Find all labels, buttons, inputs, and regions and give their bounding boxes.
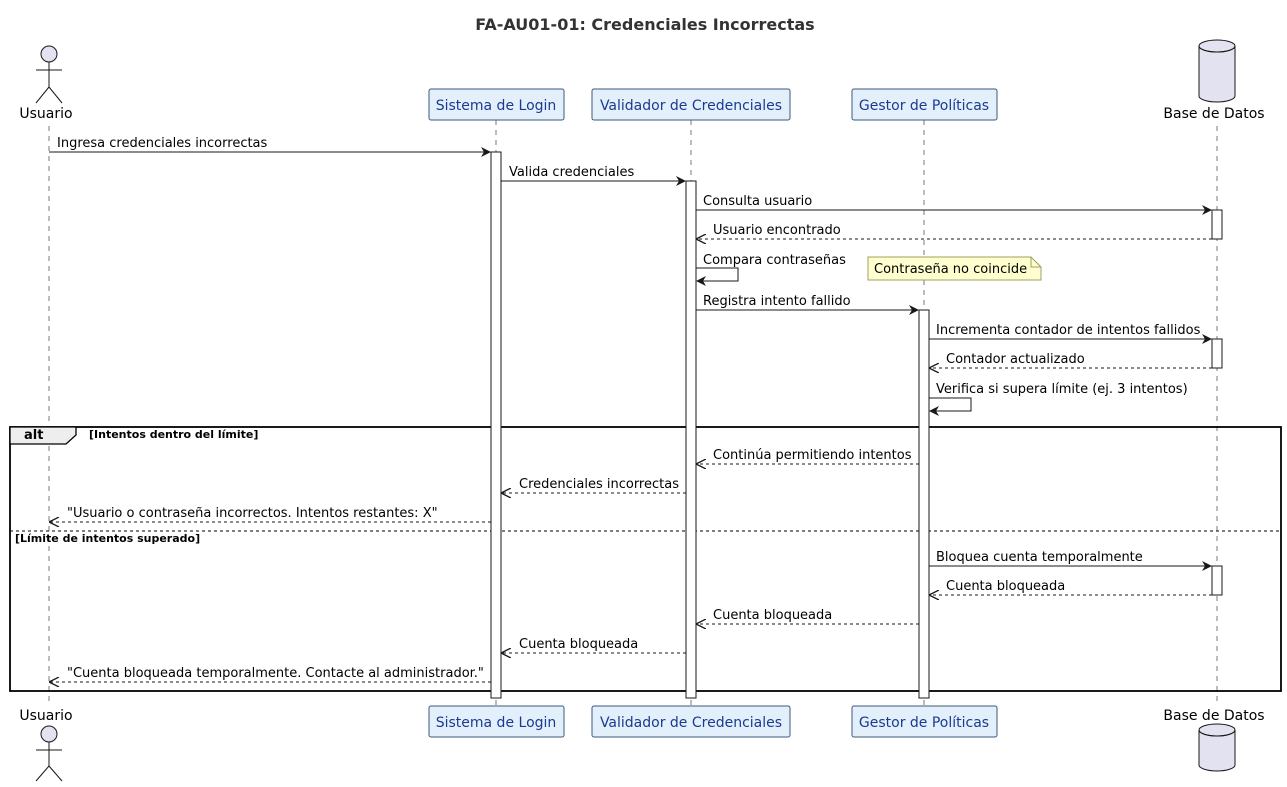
database-label: Base de Datos [1163, 708, 1264, 724]
actor-icon [35, 45, 63, 104]
activation-bd-3 [1211, 565, 1223, 596]
svg-text:Incrementa contador de intento: Incrementa contador de intentos fallidos [936, 323, 1201, 338]
database-icon [1198, 723, 1236, 772]
svg-text:Valida credenciales: Valida credenciales [509, 165, 634, 180]
message-7: Incrementa contador de intentos fallidos [929, 323, 1212, 344]
svg-text:Validador de Credenciales: Validador de Credenciales [600, 715, 782, 731]
messages: Ingresa credenciales incorrectas Valida … [49, 136, 1212, 682]
alt-guard-1: [Intentos dentro del límite] [89, 428, 258, 441]
activation-login [490, 151, 502, 699]
message-3: Consulta usuario [696, 194, 1212, 215]
participant-gestor-bottom: Gestor de Políticas [851, 705, 998, 738]
message-12: "Usuario o contraseña incorrectos. Inten… [50, 506, 491, 522]
message-13: Bloquea cuenta temporalmente [929, 550, 1212, 571]
svg-text:Gestor de Políticas: Gestor de Políticas [859, 715, 989, 731]
database-icon [1198, 39, 1236, 103]
actor-usuario-bottom: Usuario [19, 708, 73, 782]
message-17: "Cuenta bloqueada temporalmente. Contact… [50, 666, 491, 682]
svg-text:Continúa permitiendo intentos: Continúa permitiendo intentos [713, 448, 912, 463]
svg-text:"Usuario o contraseña incorrec: "Usuario o contraseña incorrectos. Inten… [67, 506, 438, 521]
svg-text:"Cuenta bloqueada temporalment: "Cuenta bloqueada temporalmente. Contact… [67, 666, 484, 681]
alt-guard-2: [Límite de intentos superado] [15, 532, 200, 545]
activations [490, 151, 1223, 699]
activation-bd-2 [1211, 338, 1223, 369]
svg-text:Sistema de Login: Sistema de Login [436, 715, 557, 731]
participant-validador-bottom: Validador de Credenciales [591, 705, 791, 738]
actor-icon [35, 725, 63, 782]
svg-text:Usuario encontrado: Usuario encontrado [713, 223, 841, 238]
participant-login-top: Sistema de Login [428, 88, 565, 121]
svg-text:Sistema de Login: Sistema de Login [436, 98, 557, 114]
message-8: Contador actualizado [930, 352, 1212, 368]
svg-text:Cuenta bloqueada: Cuenta bloqueada [946, 579, 1065, 594]
activation-gestor [918, 309, 930, 699]
svg-text:Registra intento fallido: Registra intento fallido [703, 294, 851, 309]
message-16: Cuenta bloqueada [502, 637, 686, 653]
participant-login-bottom: Sistema de Login [428, 705, 565, 738]
message-11: Credenciales incorrectas [502, 477, 686, 493]
svg-text:Validador de Credenciales: Validador de Credenciales [600, 98, 782, 114]
message-14: Cuenta bloqueada [930, 579, 1212, 595]
alt-fragment: alt [Intentos dentro del límite] [Límite… [9, 426, 1282, 692]
database-bd-top: Base de Datos [1163, 39, 1265, 122]
message-6: Registra intento fallido [696, 294, 919, 315]
note-text: Contraseña no coincide [874, 262, 1027, 277]
participant-validador-top: Validador de Credenciales [591, 88, 791, 121]
message-10: Continúa permitiendo intentos [697, 448, 919, 464]
activation-bd-1 [1211, 209, 1223, 240]
svg-text:Consulta usuario: Consulta usuario [703, 194, 812, 209]
participant-gestor-top: Gestor de Políticas [851, 88, 998, 121]
message-15: Cuenta bloqueada [697, 608, 919, 624]
message-1: Ingresa credenciales incorrectas [49, 136, 491, 157]
message-9-self: Verifica si supera límite (ej. 3 intento… [929, 382, 1188, 416]
database-label: Base de Datos [1163, 106, 1264, 122]
database-bd-bottom: Base de Datos [1163, 708, 1265, 772]
alt-tab [9, 426, 77, 445]
actor-label: Usuario [19, 708, 72, 724]
note-password-mismatch: Contraseña no coincide [867, 256, 1042, 281]
participants-top: Usuario Sistema de Login Validador de Cr… [19, 39, 1265, 122]
svg-text:Gestor de Políticas: Gestor de Políticas [859, 98, 989, 114]
actor-label: Usuario [19, 106, 72, 122]
svg-text:Compara contraseñas: Compara contraseñas [703, 253, 846, 268]
svg-text:Ingresa credenciales incorrect: Ingresa credenciales incorrectas [57, 136, 268, 151]
diagram-title: FA-AU01-01: Credenciales Incorrectas [475, 15, 814, 34]
svg-text:Credenciales incorrectas: Credenciales incorrectas [519, 477, 679, 492]
svg-text:Verifica si supera límite (ej.: Verifica si supera límite (ej. 3 intento… [936, 382, 1188, 397]
svg-text:Bloquea cuenta temporalmente: Bloquea cuenta temporalmente [936, 550, 1143, 565]
message-2: Valida credenciales [501, 165, 686, 186]
alt-keyword: alt [24, 428, 43, 443]
message-4: Usuario encontrado [697, 223, 1212, 239]
svg-text:Cuenta bloqueada: Cuenta bloqueada [713, 608, 832, 623]
participants-bottom: Usuario Sistema de Login Validador de Cr… [19, 705, 1265, 782]
svg-text:Cuenta bloqueada: Cuenta bloqueada [519, 637, 638, 652]
actor-usuario-top: Usuario [19, 45, 73, 122]
message-5-self: Compara contraseñas [696, 253, 846, 286]
svg-text:Contador actualizado: Contador actualizado [946, 352, 1085, 367]
activation-validador [685, 180, 697, 699]
alt-frame [9, 426, 1282, 692]
lifelines [48, 120, 1218, 706]
